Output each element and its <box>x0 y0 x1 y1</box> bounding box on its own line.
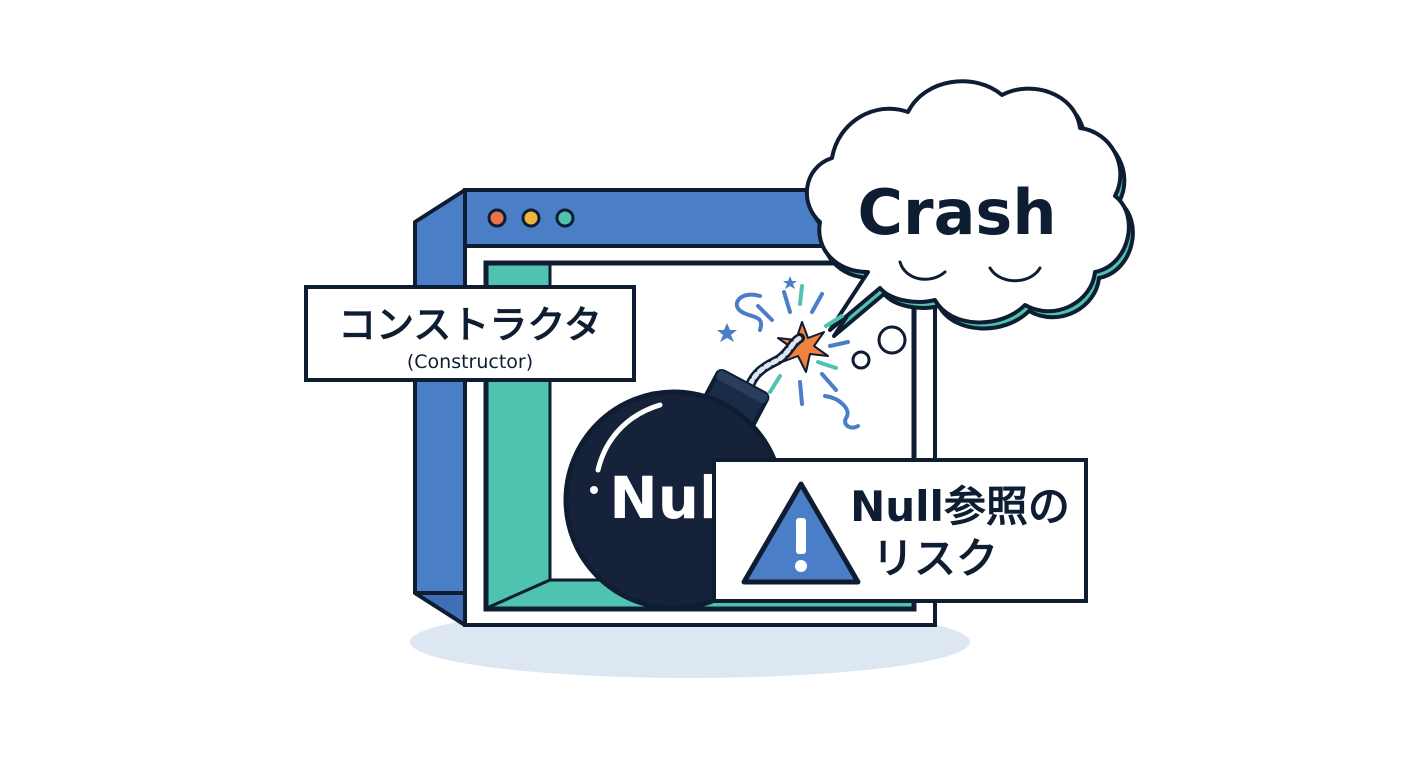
close-dot[interactable] <box>487 208 507 228</box>
star-icon <box>783 276 797 289</box>
star-icon <box>717 323 737 342</box>
warning-label-box: Null参照の リスク <box>712 458 1088 603</box>
warning-line1: Null参照の <box>850 482 1070 531</box>
thought-bubble-trail <box>851 325 907 370</box>
crash-speech-bubble: Crash <box>804 79 1135 338</box>
constructor-label-box: コンストラクタ (Constructor) <box>304 285 636 382</box>
minimize-dot[interactable] <box>521 208 541 228</box>
spark-burst <box>717 276 860 430</box>
crash-text: Crash <box>858 176 1057 249</box>
warning-line2: リスク <box>872 534 998 583</box>
maximize-dot[interactable] <box>555 208 575 228</box>
constructor-title: コンストラクタ <box>338 303 602 347</box>
spark-icon <box>777 321 829 373</box>
warning-icon <box>741 481 861 585</box>
constructor-subtitle: (Constructor) <box>407 351 533 373</box>
